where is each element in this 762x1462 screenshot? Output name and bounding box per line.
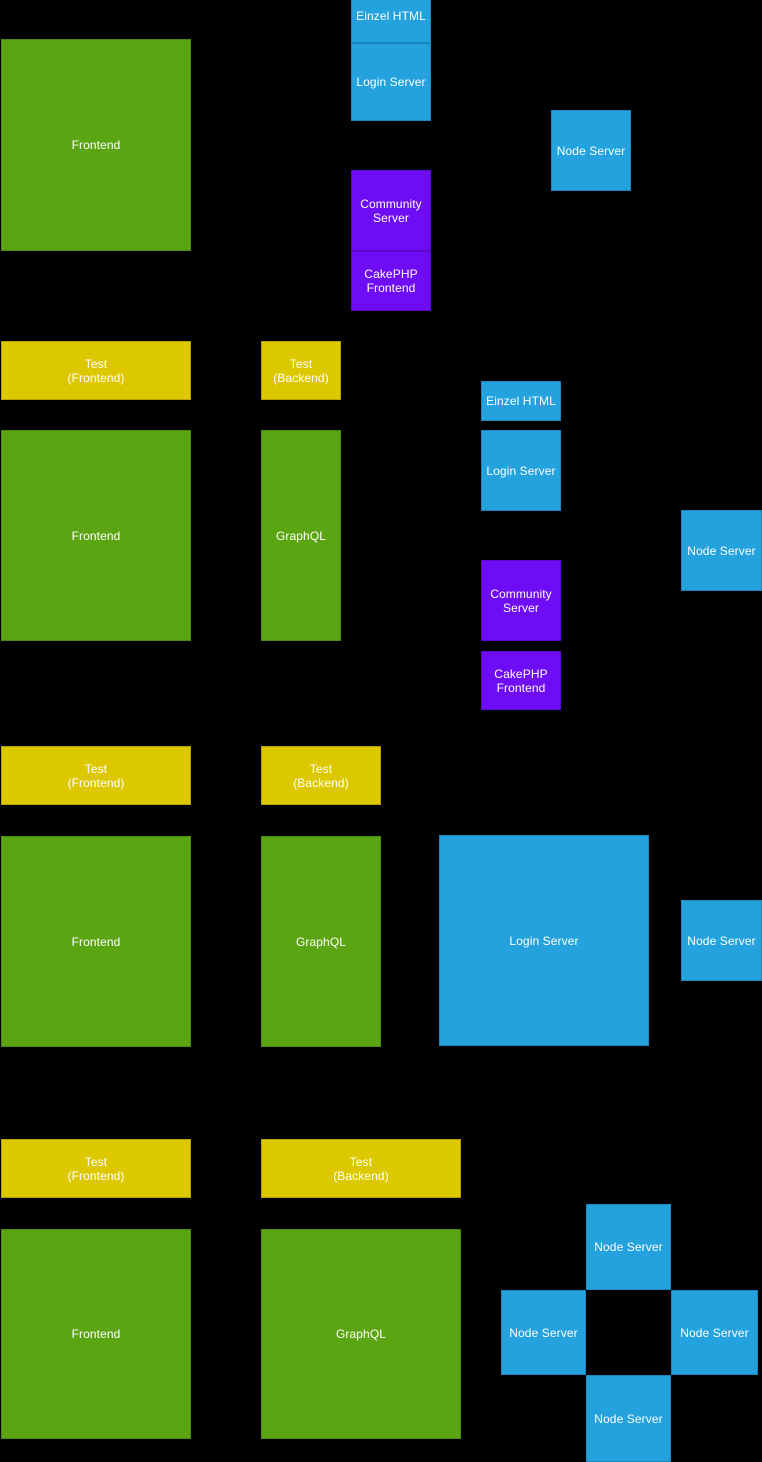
node-server-cluster-bottom-label: Node Server (594, 1411, 663, 1426)
test-backend-row-2[interactable]: Test (Backend) (261, 341, 341, 400)
graphql-row-3[interactable]: GraphQL (261, 836, 381, 1047)
frontend-row-4-label: Frontend (71, 1327, 121, 1341)
community-server-row-2-label: Community Server (490, 586, 552, 615)
test-backend-row-3[interactable]: Test (Backend) (261, 746, 381, 805)
node-server-row-1[interactable]: Node Server (551, 110, 631, 191)
test-backend-row-3-label: Test (Backend) (293, 761, 349, 790)
graphql-row-4-label: GraphQL (335, 1327, 387, 1341)
test-frontend-row-4-label: Test (Frontend) (67, 1154, 125, 1183)
node-server-cluster-right-label: Node Server (680, 1325, 749, 1340)
test-backend-row-2-label: Test (Backend) (273, 356, 329, 385)
frontend-row-2[interactable]: Frontend (1, 430, 191, 641)
cakephp-frontend-row-2-label: CakePHP Frontend (494, 666, 548, 695)
node-server-cluster-bottom[interactable]: Node Server (586, 1375, 671, 1462)
node-server-cluster-top[interactable]: Node Server (586, 1204, 671, 1290)
graphql-row-2-label: GraphQL (275, 528, 327, 543)
node-server-row-1-label: Node Server (556, 143, 626, 158)
node-server-row-2-label: Node Server (687, 543, 756, 558)
test-backend-row-4-label: Test (Backend) (333, 1154, 389, 1183)
einzel-html-row-1[interactable]: Einzel HTML (351, 0, 431, 43)
frontend-row-3-label: Frontend (71, 934, 121, 949)
frontend-row-1-label: Frontend (71, 138, 121, 152)
node-server-cluster-left[interactable]: Node Server (501, 1290, 586, 1375)
login-server-row-2[interactable]: Login Server (481, 430, 561, 511)
frontend-row-4[interactable]: Frontend (1, 1229, 191, 1439)
einzel-html-row-2-label: Einzel HTML (486, 394, 556, 408)
test-frontend-row-3[interactable]: Test (Frontend) (1, 746, 191, 805)
frontend-row-1[interactable]: Frontend (1, 39, 191, 251)
test-backend-row-4[interactable]: Test (Backend) (261, 1139, 461, 1198)
test-frontend-row-3-label: Test (Frontend) (67, 761, 125, 790)
einzel-html-row-2[interactable]: Einzel HTML (481, 381, 561, 421)
node-server-cluster-right[interactable]: Node Server (671, 1290, 758, 1375)
community-server-row-1[interactable]: Community Server (351, 170, 431, 251)
einzel-html-row-1-label: Einzel HTML (356, 8, 426, 23)
node-server-row-3-label: Node Server (687, 933, 756, 948)
frontend-row-2-label: Frontend (71, 528, 121, 543)
cakephp-frontend-row-2[interactable]: CakePHP Frontend (481, 651, 561, 710)
test-frontend-row-4[interactable]: Test (Frontend) (1, 1139, 191, 1198)
login-server-row-3-label: Login Server (509, 933, 579, 948)
node-server-cluster-left-label: Node Server (509, 1325, 578, 1340)
test-frontend-row-2[interactable]: Test (Frontend) (1, 341, 191, 400)
community-server-row-1-label: Community Server (360, 196, 422, 225)
cakephp-frontend-row-1[interactable]: CakePHP Frontend (351, 251, 431, 311)
node-server-row-3[interactable]: Node Server (681, 900, 762, 981)
graphql-row-3-label: GraphQL (295, 934, 347, 949)
graphql-row-2[interactable]: GraphQL (261, 430, 341, 641)
test-frontend-row-2-label: Test (Frontend) (67, 356, 125, 385)
login-server-row-1-label: Login Server (356, 75, 426, 89)
node-server-cluster-top-label: Node Server (594, 1240, 663, 1254)
community-server-row-2[interactable]: Community Server (481, 560, 561, 641)
login-server-row-2-label: Login Server (486, 463, 556, 478)
frontend-row-3[interactable]: Frontend (1, 836, 191, 1047)
cakephp-frontend-row-1-label: CakePHP Frontend (364, 267, 418, 295)
graphql-row-4[interactable]: GraphQL (261, 1229, 461, 1439)
node-server-row-2[interactable]: Node Server (681, 510, 762, 591)
login-server-row-3[interactable]: Login Server (439, 835, 649, 1046)
login-server-row-1[interactable]: Login Server (351, 43, 431, 121)
